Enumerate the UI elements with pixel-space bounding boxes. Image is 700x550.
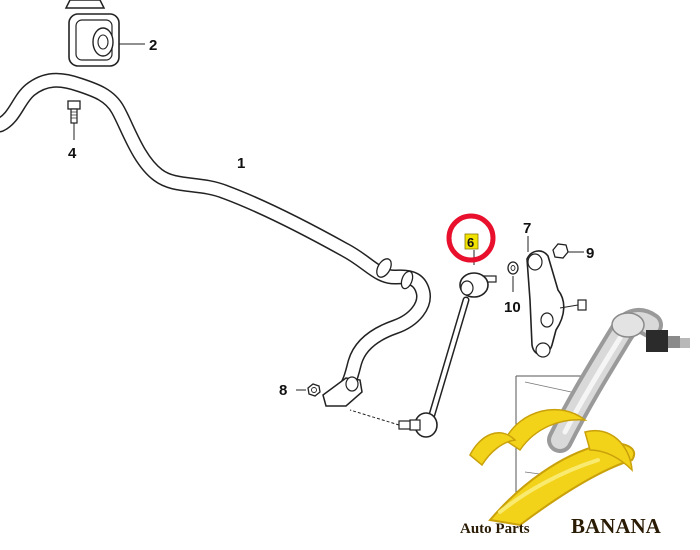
callout-7: 7: [523, 220, 531, 237]
callout-2: 2: [149, 37, 157, 54]
bushing: [64, 0, 145, 67]
callout-4: 4: [68, 145, 77, 162]
callout-1: 1: [237, 155, 245, 172]
callout-8: 8: [279, 382, 287, 399]
highlighted-callout-6: 6: [446, 213, 496, 263]
control-arm-photo: [547, 308, 690, 453]
brand-text-large: BANANA: [571, 514, 662, 538]
bolt: [67, 100, 81, 140]
nut-and-bracket: [296, 376, 363, 407]
stabilizer-bar: [0, 72, 431, 403]
banana-logo: Auto Parts BANANA: [460, 408, 662, 538]
stabilizer-link: [349, 250, 497, 438]
callout-9: 9: [586, 245, 594, 262]
callout-10: 10: [504, 299, 521, 316]
highlight-ring: [446, 213, 496, 263]
callout-6: 6: [467, 235, 474, 250]
control-arm-bracket: [526, 236, 587, 358]
washer: [507, 261, 519, 292]
brand-text-small: Auto Parts: [460, 521, 530, 537]
